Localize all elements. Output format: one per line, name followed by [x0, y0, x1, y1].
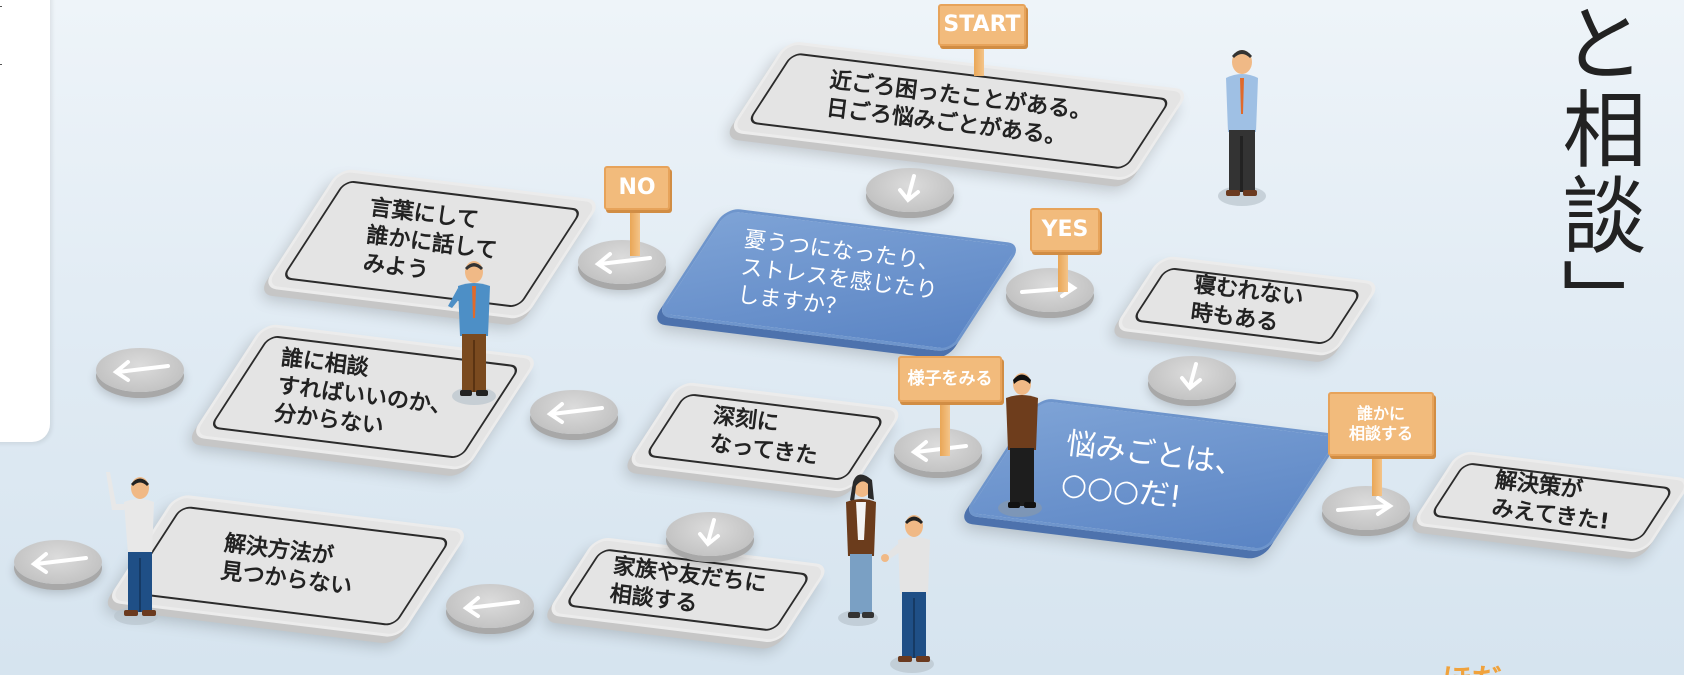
sign-no: NO — [604, 166, 674, 256]
arrow-left-disk — [578, 240, 666, 284]
arrow-right-disk — [1006, 268, 1094, 312]
sign-start: START — [938, 4, 1028, 76]
arrow-down-disk — [666, 512, 754, 556]
arrow-down-icon — [698, 518, 720, 547]
sign-consult: 誰かに 相談する — [1328, 392, 1434, 496]
sign-yes: YES — [1030, 208, 1100, 292]
arrow-down-icon — [898, 174, 920, 203]
arrow-left-icon — [112, 360, 170, 382]
arrow-down-disk — [1148, 356, 1236, 400]
person-figure — [1218, 50, 1266, 206]
person-figure — [881, 515, 934, 673]
box-cant-sleep: 寝むれない 時もある — [1112, 255, 1382, 357]
arrow-left-disk — [14, 540, 102, 584]
panel-line — [0, 64, 2, 65]
person-figure — [998, 373, 1042, 517]
arrow-right-icon — [1336, 496, 1394, 516]
box-text: 家族や友だちに 相談する — [608, 553, 768, 618]
logo: ほだ — [1442, 655, 1502, 675]
arrow-left-disk — [446, 584, 534, 628]
sign-wait: 様子をみる — [898, 356, 1002, 456]
person-figure — [106, 472, 158, 625]
box-no-solution: 解決方法が 見つからない — [105, 493, 471, 639]
arrow-left-icon — [462, 596, 520, 618]
arrow-down-icon — [1180, 362, 1202, 391]
person-figure — [448, 261, 496, 405]
arrow-right-disk — [1322, 486, 1410, 530]
arrow-down-disk — [866, 168, 954, 212]
arrow-left-disk — [96, 348, 184, 392]
box-put-into-words: 言葉にして 誰かに話して みよう — [262, 168, 602, 320]
box-depressed-question: 憂うつになったり、 ストレスを感じたり しますか？ — [655, 207, 1023, 353]
box-text: 憂うつになったり、 ストレスを感じたり しますか？ — [735, 227, 942, 322]
arrow-left-icon — [30, 552, 88, 574]
arrow-left-icon — [546, 402, 604, 424]
person-figure — [838, 474, 878, 626]
box-text: 悩みごとは、 ○○○だ! — [1059, 426, 1247, 516]
box-solution-visible: 解決策が みえてきた! — [1410, 450, 1684, 554]
arrow-left-disk — [530, 390, 618, 434]
panel-line — [0, 6, 2, 7]
arrow-left-icon — [594, 252, 652, 274]
vertical-title: と相談」 — [1549, 0, 1647, 344]
side-panel — [0, 0, 50, 442]
